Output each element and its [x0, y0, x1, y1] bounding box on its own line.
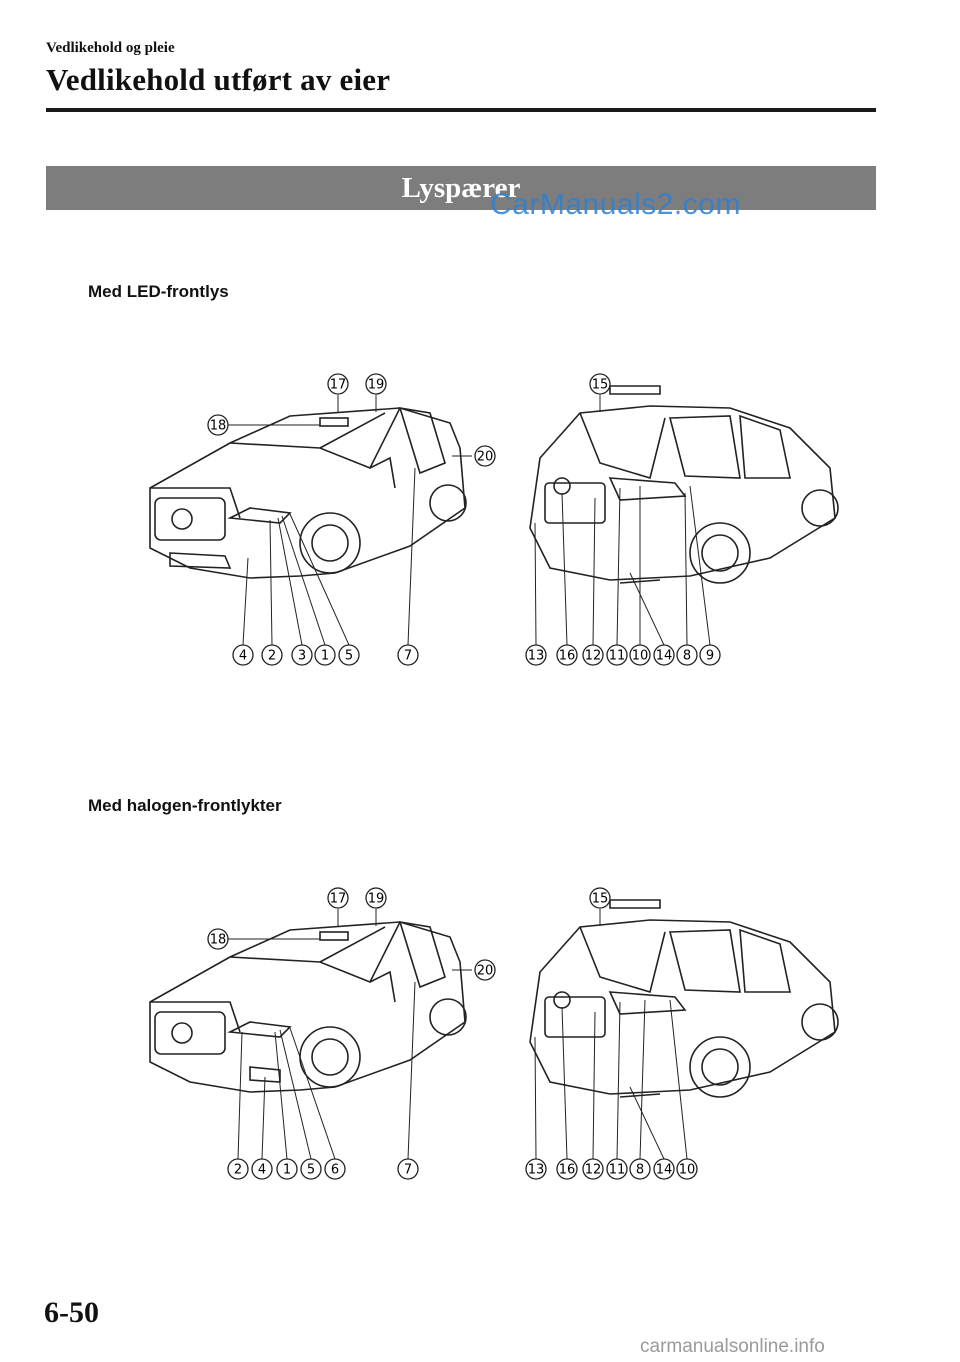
- svg-text:1: 1: [283, 1163, 291, 1178]
- svg-text:11: 11: [609, 1163, 626, 1178]
- svg-text:17: 17: [330, 892, 347, 907]
- section-header: Lyspærer: [46, 166, 876, 210]
- diagram-led-headlights: 17 19 18 20 4 2 3 1 5 7 15 13 16 12 11 1…: [149, 373, 839, 666]
- callout-rear-bottom-2: 16: [556, 644, 578, 666]
- svg-text:15: 15: [592, 892, 609, 907]
- callout-front-bottom-5: 5: [338, 644, 360, 666]
- callout-front-top-1: 17: [327, 373, 349, 395]
- callout-front-bottom-6: 7: [397, 644, 419, 666]
- callout-rear-bottom-3: 12: [582, 644, 604, 666]
- callout-rear-top: 15: [589, 373, 611, 395]
- callout-rear-bottom-6: 14: [653, 1158, 675, 1180]
- svg-text:10: 10: [632, 649, 649, 664]
- car-front-illustration: [149, 406, 467, 579]
- callout-front-bottom-3: 3: [291, 644, 313, 666]
- callout-front-right: 20: [474, 445, 496, 467]
- callout-front-top-1: 17: [327, 887, 349, 909]
- leader-lines-front: [222, 395, 472, 646]
- svg-text:20: 20: [477, 450, 494, 465]
- callout-front-bottom-1: 4: [232, 644, 254, 666]
- svg-text:4: 4: [258, 1163, 266, 1178]
- callout-front-bottom-1: 2: [227, 1158, 249, 1180]
- car-front-illustration: [149, 920, 467, 1093]
- callout-front-bottom-2: 4: [251, 1158, 273, 1180]
- svg-text:3: 3: [298, 649, 306, 664]
- page-title: Vedlikehold utført av eier: [46, 62, 391, 97]
- front-labels: 17 19 18 20 2 4 1 5 6 7: [207, 887, 496, 1180]
- svg-text:9: 9: [706, 649, 714, 664]
- callout-front-bottom-5: 6: [324, 1158, 346, 1180]
- leader-lines-front: [222, 909, 472, 1160]
- callout-front-bottom-2: 2: [261, 644, 283, 666]
- svg-text:18: 18: [210, 933, 227, 948]
- svg-text:8: 8: [683, 649, 691, 664]
- car-rear-illustration: [529, 899, 839, 1098]
- rear-labels: 15 13 16 12 11 8 14 10: [525, 887, 698, 1180]
- callout-rear-bottom-5: 10: [629, 644, 651, 666]
- callout-rear-bottom-5: 8: [629, 1158, 651, 1180]
- callout-front-bottom-4: 5: [300, 1158, 322, 1180]
- callout-front-right: 20: [474, 959, 496, 981]
- callout-rear-bottom-3: 12: [582, 1158, 604, 1180]
- callout-rear-bottom-4: 11: [606, 644, 628, 666]
- svg-text:11: 11: [609, 649, 626, 664]
- callout-front-left: 18: [207, 928, 229, 950]
- svg-text:6: 6: [331, 1163, 339, 1178]
- svg-text:12: 12: [585, 1163, 602, 1178]
- svg-text:10: 10: [679, 1163, 696, 1178]
- svg-text:13: 13: [528, 1163, 545, 1178]
- diagram-heading-halogen: Med halogen-frontlykter: [88, 796, 282, 815]
- diagram-heading-led: Med LED-frontlys: [88, 282, 229, 301]
- leader-lines-rear: [534, 909, 688, 1160]
- svg-text:7: 7: [404, 649, 412, 664]
- svg-text:5: 5: [307, 1163, 315, 1178]
- callout-front-top-2: 19: [365, 887, 387, 909]
- callout-rear-bottom-7: 10: [676, 1158, 698, 1180]
- svg-text:5: 5: [345, 649, 353, 664]
- callout-front-left: 18: [207, 414, 229, 436]
- front-labels: 17 19 18 20 4 2 3 1 5 7: [207, 373, 496, 666]
- breadcrumb: Vedlikehold og pleie: [46, 40, 175, 56]
- svg-text:17: 17: [330, 378, 347, 393]
- svg-text:19: 19: [368, 892, 385, 907]
- svg-text:12: 12: [585, 649, 602, 664]
- page-number: 6-50: [44, 1296, 99, 1329]
- svg-text:19: 19: [368, 378, 385, 393]
- svg-text:15: 15: [592, 378, 609, 393]
- svg-text:16: 16: [559, 649, 576, 664]
- svg-text:14: 14: [656, 1163, 673, 1178]
- callout-rear-bottom-6: 14: [653, 644, 675, 666]
- callout-rear-bottom-7: 8: [676, 644, 698, 666]
- svg-text:18: 18: [210, 419, 227, 434]
- callout-front-bottom-6: 7: [397, 1158, 419, 1180]
- svg-text:16: 16: [559, 1163, 576, 1178]
- watermark-bottom: carmanualsonline.info: [640, 1336, 825, 1357]
- callout-rear-bottom-2: 16: [556, 1158, 578, 1180]
- svg-text:14: 14: [656, 649, 673, 664]
- callout-rear-bottom-1: 13: [525, 644, 547, 666]
- callout-front-bottom-4: 1: [314, 644, 336, 666]
- car-rear-illustration: [529, 385, 839, 584]
- svg-text:20: 20: [477, 964, 494, 979]
- svg-text:7: 7: [404, 1163, 412, 1178]
- svg-text:2: 2: [234, 1163, 242, 1178]
- title-divider: [46, 108, 876, 112]
- rear-labels: 15 13 16 12 11 10 14 8 9: [525, 373, 721, 666]
- diagram-halogen-headlights: 17 19 18 20 2 4 1 5 6 7 15 13 16 12 11 8…: [149, 887, 839, 1180]
- svg-text:1: 1: [321, 649, 329, 664]
- callout-rear-bottom-4: 11: [606, 1158, 628, 1180]
- callout-front-top-2: 19: [365, 373, 387, 395]
- svg-text:13: 13: [528, 649, 545, 664]
- svg-text:8: 8: [636, 1163, 644, 1178]
- callout-rear-bottom-8: 9: [699, 644, 721, 666]
- callout-front-bottom-3: 1: [276, 1158, 298, 1180]
- watermark-top: CarManuals2.com: [490, 188, 741, 221]
- callout-rear-top: 15: [589, 887, 611, 909]
- svg-text:2: 2: [268, 649, 276, 664]
- svg-text:4: 4: [239, 649, 247, 664]
- leader-lines-rear: [534, 395, 711, 646]
- callout-rear-bottom-1: 13: [525, 1158, 547, 1180]
